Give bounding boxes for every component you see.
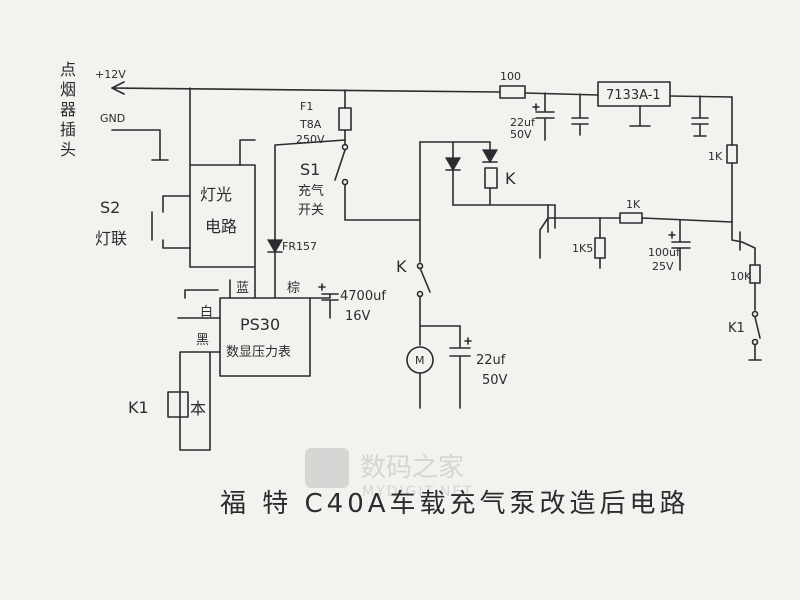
- label-c22-50-a: 22uf: [510, 116, 536, 129]
- label-f1-rating-b: 250V: [296, 133, 325, 146]
- label-k-contact: K: [396, 257, 407, 276]
- watermark-logo: [305, 448, 349, 488]
- label-c4700-a: 4700uf: [340, 289, 386, 304]
- label-r100: 100: [500, 70, 521, 83]
- capacitor-22uf-regulator: [532, 92, 555, 141]
- ps30-pressure-meter: [177, 267, 311, 451]
- label-gnd: GND: [100, 112, 125, 125]
- resistor-1k-right: [726, 144, 738, 223]
- side-plug-char-3: 插: [60, 120, 76, 139]
- label-r1k-b: 1K: [626, 198, 641, 211]
- watermark-en: MYDIGIT.NET: [362, 484, 474, 500]
- fuse-f1: [338, 89, 352, 151]
- switch-s2: [151, 195, 191, 249]
- transistor-q1: [539, 204, 601, 259]
- label-c4700-b: 16V: [345, 309, 371, 324]
- side-plug-char-4: 头: [60, 140, 76, 159]
- resistor-1k-mid: [599, 212, 733, 224]
- capacitor-ceramic-1: [571, 93, 589, 136]
- motor: [406, 346, 434, 409]
- label-f1: F1: [300, 100, 313, 113]
- power-rail-wires: [111, 81, 733, 161]
- diode-fr157: [266, 239, 284, 299]
- switch-s1: [334, 149, 421, 221]
- capacitor-22uf-motor: [449, 325, 472, 409]
- label-r1k-a: 1K: [708, 150, 723, 163]
- label-c22-motor-a: 22uf: [476, 353, 506, 368]
- resistor-1k5: [594, 217, 606, 269]
- side-plug-label: 点 烟 器 插 头: [60, 60, 76, 159]
- label-s2-desc: 灯联: [95, 229, 127, 248]
- label-c22-50-b: 50V: [510, 128, 532, 141]
- fr157-branch-wire: [274, 139, 346, 241]
- label-s1-desc-a: 充气: [298, 183, 324, 199]
- side-plug-char-1: 烟: [60, 80, 76, 99]
- switch-k1-right: [748, 310, 762, 361]
- label-black: 黑: [196, 333, 209, 348]
- lamp-circuit-block: [189, 87, 256, 268]
- label-k1-switch: K1: [728, 321, 745, 336]
- capacitor-100uf: [668, 219, 691, 271]
- relay-k: [419, 141, 556, 206]
- label-k1-left: K1: [128, 398, 149, 417]
- label-s1: S1: [300, 160, 320, 179]
- label-f1-rating-a: T8A: [299, 118, 322, 131]
- label-motor: M: [415, 354, 425, 367]
- capacitor-4700uf: [309, 283, 339, 319]
- label-brown: 棕: [287, 281, 300, 296]
- motor-bus-wire: [416, 141, 461, 346]
- page-title: 福 特 C40A车载充气泵改造后电路: [220, 489, 690, 519]
- label-blue: 蓝: [236, 281, 249, 296]
- label-relay-k: K: [505, 169, 516, 188]
- label-lamp-block-b: 电路: [205, 217, 237, 236]
- resistor-100: [499, 85, 526, 99]
- label-fr157: FR157: [282, 240, 317, 253]
- label-c22-motor-b: 50V: [482, 373, 508, 388]
- label-white: 白: [200, 304, 213, 320]
- label-ps30-desc: 数显压力表: [226, 345, 291, 360]
- label-s2: S2: [100, 198, 120, 217]
- side-plug-char-2: 器: [60, 100, 76, 119]
- label-12v: +12V: [95, 68, 126, 81]
- label-s1-desc-b: 开关: [298, 203, 324, 218]
- watermark-cn: 数码之家: [360, 453, 464, 483]
- transistor-q2: [731, 221, 756, 266]
- label-lamp-block-a: 灯光: [200, 185, 232, 204]
- label-r10k: 10K: [730, 270, 752, 283]
- resistor-10k: [749, 264, 761, 311]
- label-ps30: PS30: [240, 315, 280, 334]
- label-c100-a: 100uf: [648, 246, 681, 259]
- switch-k1-left: [167, 391, 189, 418]
- watermark: 数码之家 MYDIGIT.NET: [305, 448, 474, 500]
- voltage-regulator-7133a: [597, 81, 671, 127]
- label-k1-cross: 本: [190, 399, 206, 418]
- side-plug-char-0: 点: [60, 60, 76, 79]
- capacitor-ceramic-2: [691, 95, 709, 137]
- label-r1k5: 1K5: [572, 242, 593, 255]
- label-c100-b: 25V: [652, 260, 674, 273]
- label-regulator: 7133A-1: [606, 88, 661, 103]
